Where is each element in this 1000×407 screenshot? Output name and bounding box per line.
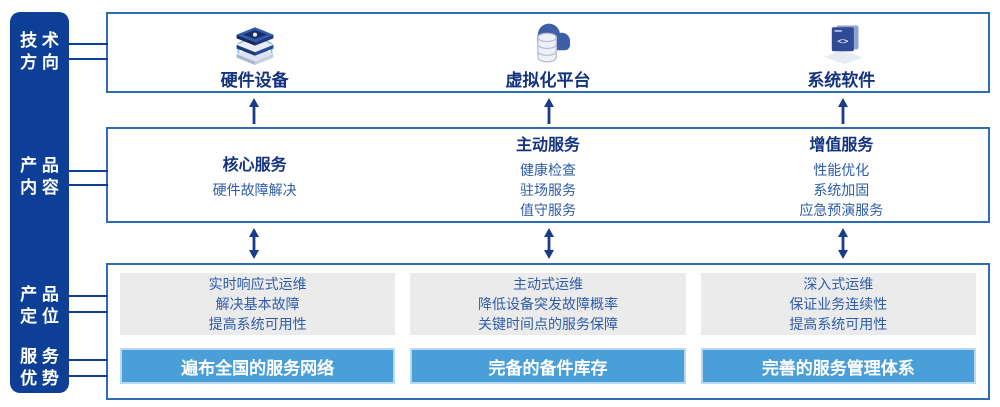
tech-item-label: 虚拟化平台 bbox=[505, 71, 591, 90]
positioning-panel: 深入式运维 保证业务连续性 提高系统可用性 bbox=[700, 273, 976, 335]
connector-line bbox=[66, 359, 108, 361]
tech-item-label: 系统软件 bbox=[807, 71, 876, 90]
code-window-icon: <> bbox=[823, 25, 864, 65]
service-column-core: 核心服务 硬件故障解决 bbox=[108, 129, 401, 221]
connector-line bbox=[66, 43, 108, 45]
server-stack-icon bbox=[236, 27, 274, 65]
tech-item-label: 硬件设备 bbox=[220, 71, 289, 90]
tech-item-system-software: <> 系统软件 bbox=[695, 14, 988, 91]
sidebar: 技 术 方 向 产 品 内 容 产 品 定 位 服 务 优 势 bbox=[10, 12, 69, 393]
connector-line bbox=[66, 375, 108, 377]
up-arrow-icon bbox=[838, 98, 848, 124]
service-column-title: 主动服务 bbox=[515, 136, 580, 154]
up-arrow-icon bbox=[249, 98, 259, 124]
up-arrow-icon bbox=[544, 98, 554, 124]
advantage-banner: 遍布全国的服务网络 bbox=[120, 348, 396, 384]
double-arrow-icon bbox=[838, 228, 848, 259]
positioning-panel: 主动式运维 降低设备突发故障概率 关键时间点的服务保障 bbox=[410, 273, 686, 335]
connector-line bbox=[66, 184, 108, 186]
connector-line bbox=[66, 295, 108, 297]
service-column-value-added: 增值服务 性能优化 系统加固 应急预演服务 bbox=[695, 129, 988, 221]
advantage-banner: 完备的备件库存 bbox=[410, 348, 686, 384]
positioning-advantages-box: 实时响应式运维 解决基本故障 提高系统可用性 遍布全国的服务网络 主动式运维 降… bbox=[106, 263, 990, 400]
service-item: 值守服务 bbox=[519, 201, 576, 218]
service-column-title: 增值服务 bbox=[809, 136, 874, 154]
tech-item-virtualization: 虚拟化平台 bbox=[401, 14, 694, 91]
service-item: 硬件故障解决 bbox=[212, 181, 297, 198]
svg-text:<>: <> bbox=[838, 36, 850, 47]
connector-line bbox=[66, 311, 108, 313]
connector-line bbox=[66, 58, 108, 60]
connector-line bbox=[66, 170, 108, 172]
service-item: 应急预演服务 bbox=[799, 201, 884, 218]
positioning-panel: 实时响应式运维 解决基本故障 提高系统可用性 bbox=[120, 273, 396, 335]
service-item: 驻场服务 bbox=[519, 181, 576, 198]
section-label-product-content: 产 品 内 容 bbox=[20, 156, 59, 197]
service-column-proactive: 主动服务 健康检查 驻场服务 值守服务 bbox=[401, 129, 694, 221]
advantage-banner: 完善的服务管理体系 bbox=[700, 348, 976, 384]
service-item: 系统加固 bbox=[813, 181, 870, 198]
positioning-column-realtime: 实时响应式运维 解决基本故障 提高系统可用性 遍布全国的服务网络 bbox=[120, 273, 396, 398]
service-item: 性能优化 bbox=[813, 161, 870, 178]
product-content-box: 核心服务 硬件故障解决 主动服务 健康检查 驻场服务 值守服务 增值服务 性能优… bbox=[106, 127, 990, 223]
positioning-column-indepth: 深入式运维 保证业务连续性 提高系统可用性 完善的服务管理体系 bbox=[700, 273, 976, 398]
section-label-tech-direction: 技 术 方 向 bbox=[20, 31, 59, 72]
section-label-service-advantage: 服 务 优 势 bbox=[20, 347, 59, 388]
tech-direction-box: 硬件设备 虚拟化平台 bbox=[106, 12, 990, 93]
double-arrow-icon bbox=[249, 228, 259, 259]
service-item: 健康检查 bbox=[519, 161, 576, 178]
service-column-title: 核心服务 bbox=[222, 156, 287, 174]
double-arrow-icon bbox=[544, 228, 554, 259]
section-label-product-position: 产 品 定 位 bbox=[20, 285, 59, 326]
positioning-column-proactive: 主动式运维 降低设备突发故障概率 关键时间点的服务保障 完备的备件库存 bbox=[410, 273, 686, 398]
tech-item-hardware: 硬件设备 bbox=[108, 14, 401, 91]
cloud-database-icon bbox=[536, 23, 571, 63]
